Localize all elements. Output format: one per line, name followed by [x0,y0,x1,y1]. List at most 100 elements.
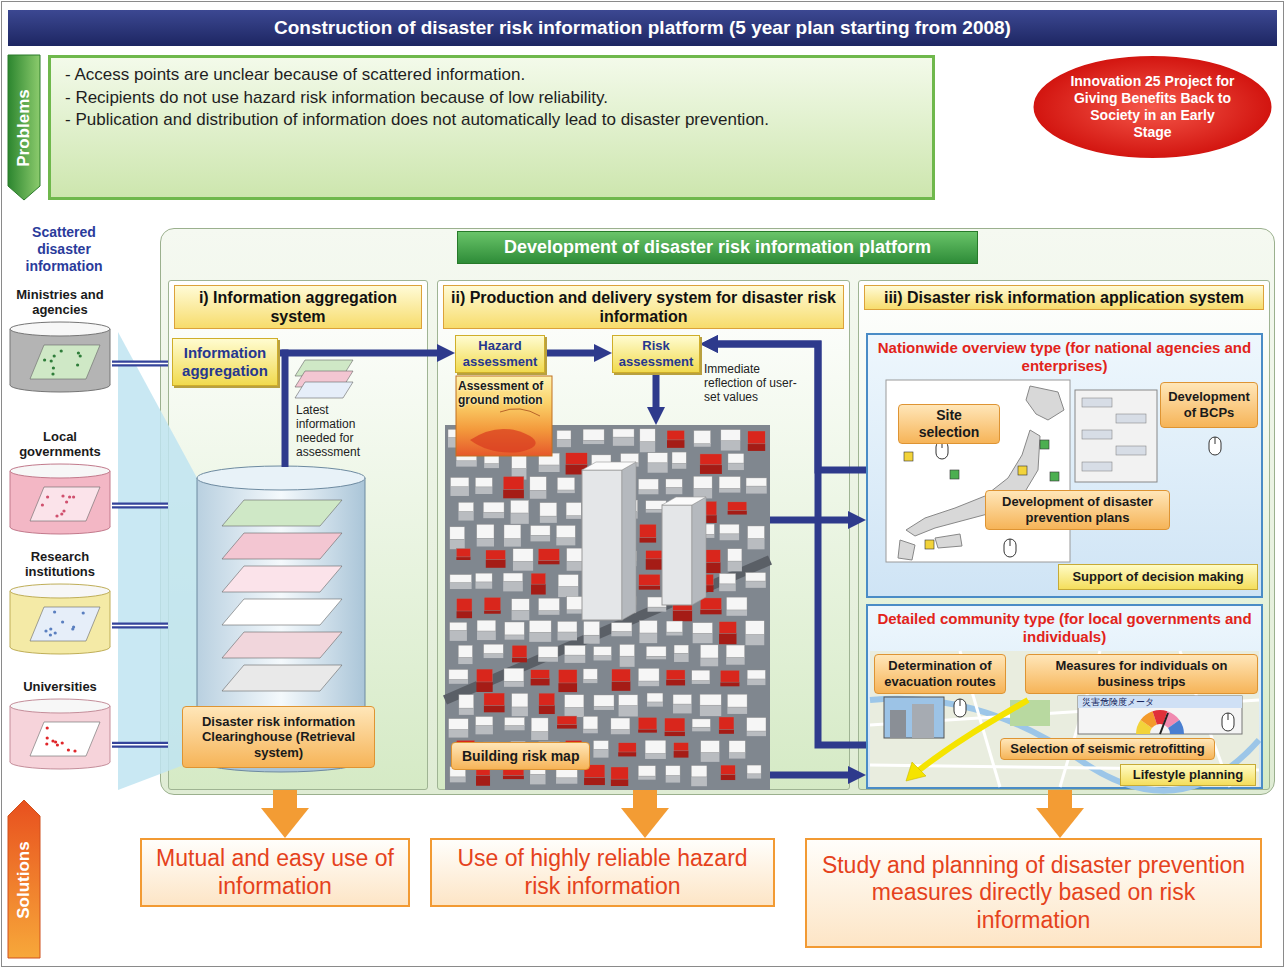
city-model-part [728,510,747,514]
database-cylinder-part [197,466,365,490]
building-risk-map: Building risk map [445,425,770,790]
city-model-part [648,453,668,463]
city-model-part [673,503,690,513]
japan-map-part [898,540,915,560]
city-model-part [450,630,467,640]
city-model-part [476,682,492,692]
city-model-part [692,497,706,605]
cylinder-shape-part [61,494,64,497]
city-model-part [621,453,639,462]
section-tab-part [8,55,40,200]
city-model-part [648,597,667,607]
data-source-cylinder: Research institutions [8,550,112,655]
city-model-part [486,550,506,560]
cylinder-shape-part [46,495,49,498]
section-tab-part [8,800,40,958]
city-model-part [611,718,630,730]
city-model-part [567,597,583,610]
city-model-part [584,635,600,644]
city-model-part [620,605,636,613]
panel-heading: ii) Production and delivery system for d… [443,285,844,329]
city-model-part [558,683,577,692]
city-model-part [612,681,631,690]
city-model-part [538,598,559,610]
city-model-part [746,486,767,493]
city-model-part [611,730,630,735]
city-model-part [530,535,550,541]
city-model-part [639,620,657,632]
city-model-part [567,548,585,561]
city-model-part [618,752,636,756]
city-model-part [513,549,533,562]
city-model-part [593,741,608,750]
city-model-part [484,654,504,658]
node-text: Information aggregation [177,344,273,380]
city-model-part [476,717,493,726]
city-model-part [746,478,767,486]
plan-document [1075,390,1157,482]
city-model-part [584,765,605,778]
mouse-icon-part [1215,437,1216,444]
city-model-part [700,550,720,563]
city-model-part [665,718,685,731]
city-model-part [638,776,655,780]
japan-map-part [925,540,934,549]
city-model-part [700,705,721,716]
database-cylinder-part [222,665,342,691]
city-model-part [511,741,525,750]
database-cylinder [197,466,365,772]
japan-map-part [886,380,1070,562]
city-model-part [694,444,711,447]
city-model-part [477,524,494,538]
street-photo-part [890,710,906,738]
city-model-part [673,704,692,713]
map-label: Assessment of ground motion [458,379,550,407]
city-model-part [726,610,747,616]
city-model-part [673,597,692,611]
city-model-part [565,708,584,717]
city-model-part [450,539,465,549]
panel-heading: Development of disaster risk information… [457,231,978,264]
city-model-part [456,548,470,556]
cylinder-shape-part [72,625,75,628]
city-model-part [747,731,766,736]
city-model-part [593,549,613,557]
flow-arrow [710,344,866,745]
city-model-part [748,526,765,539]
city-model-part [728,463,744,470]
city-model-part [719,729,734,733]
city-model-part [719,584,736,591]
city-model-part [646,656,666,659]
city-model-part [693,489,712,499]
city-model-part [667,430,684,440]
label-holder: Immediate reflection of user-set values [704,362,804,404]
note-box: Lifestyle planning [1120,764,1256,786]
city-model-part [585,587,604,597]
city-model-part [666,766,680,776]
city-model-part [458,645,472,657]
cylinder-shape-part [110,471,111,527]
city-model-part [665,731,685,736]
cylinder-shape-part [71,627,74,630]
mouse-icon-part [936,441,948,459]
collection-funnel-part [118,332,197,790]
cylinder-shape-part [55,514,58,517]
node-text: Measures for individuals on business tri… [1031,658,1252,689]
city-model-part [567,561,585,570]
city-model-part [583,429,604,440]
city-model-part [531,584,546,594]
city-model-part [745,621,764,635]
city-model-part [662,505,692,605]
city-model-part [530,526,550,536]
node-text: Mutual and easy use of information [152,845,398,900]
cylinder-shape-part [10,755,110,769]
city-model-part [638,479,658,490]
database-cylinder-part [222,599,342,625]
cylinder-shape-part [10,378,110,392]
city-model-part [484,706,505,713]
community-map-part [870,699,1259,791]
city-model-part [503,776,524,780]
city-model-part [693,534,714,538]
city-model-part [512,599,530,611]
